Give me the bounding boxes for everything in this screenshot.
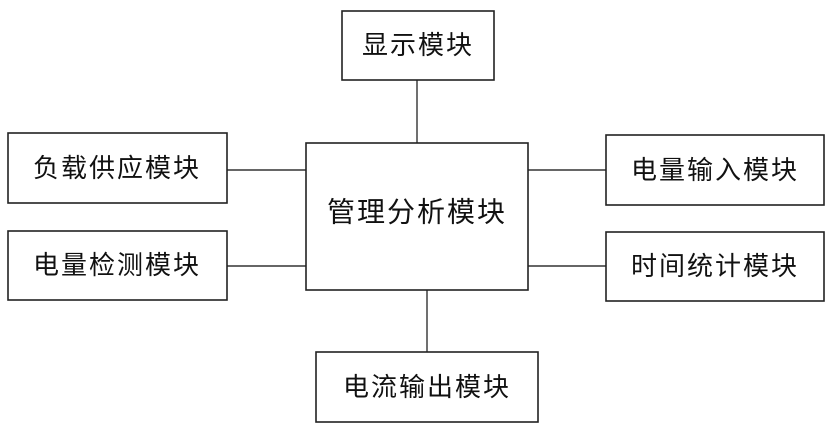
module-time-statistics-label: 时间统计模块	[631, 252, 799, 282]
module-current-output-label: 电流输出模块	[343, 373, 511, 403]
module-current-output: 电流输出模块	[316, 352, 538, 422]
module-load-supply: 负载供应模块	[8, 133, 227, 203]
module-power-input: 电量输入模块	[606, 135, 824, 205]
module-power-input-label: 电量输入模块	[631, 156, 799, 186]
module-load-supply-label: 负载供应模块	[33, 154, 201, 184]
module-time-statistics: 时间统计模块	[606, 232, 824, 301]
module-power-detection-label: 电量检测模块	[33, 251, 201, 281]
module-display: 显示模块	[342, 11, 494, 80]
module-management-analysis-label: 管理分析模块	[327, 196, 507, 229]
module-display-label: 显示模块	[362, 31, 474, 61]
module-power-detection: 电量检测模块	[8, 231, 227, 300]
module-management-analysis: 管理分析模块	[306, 143, 528, 290]
